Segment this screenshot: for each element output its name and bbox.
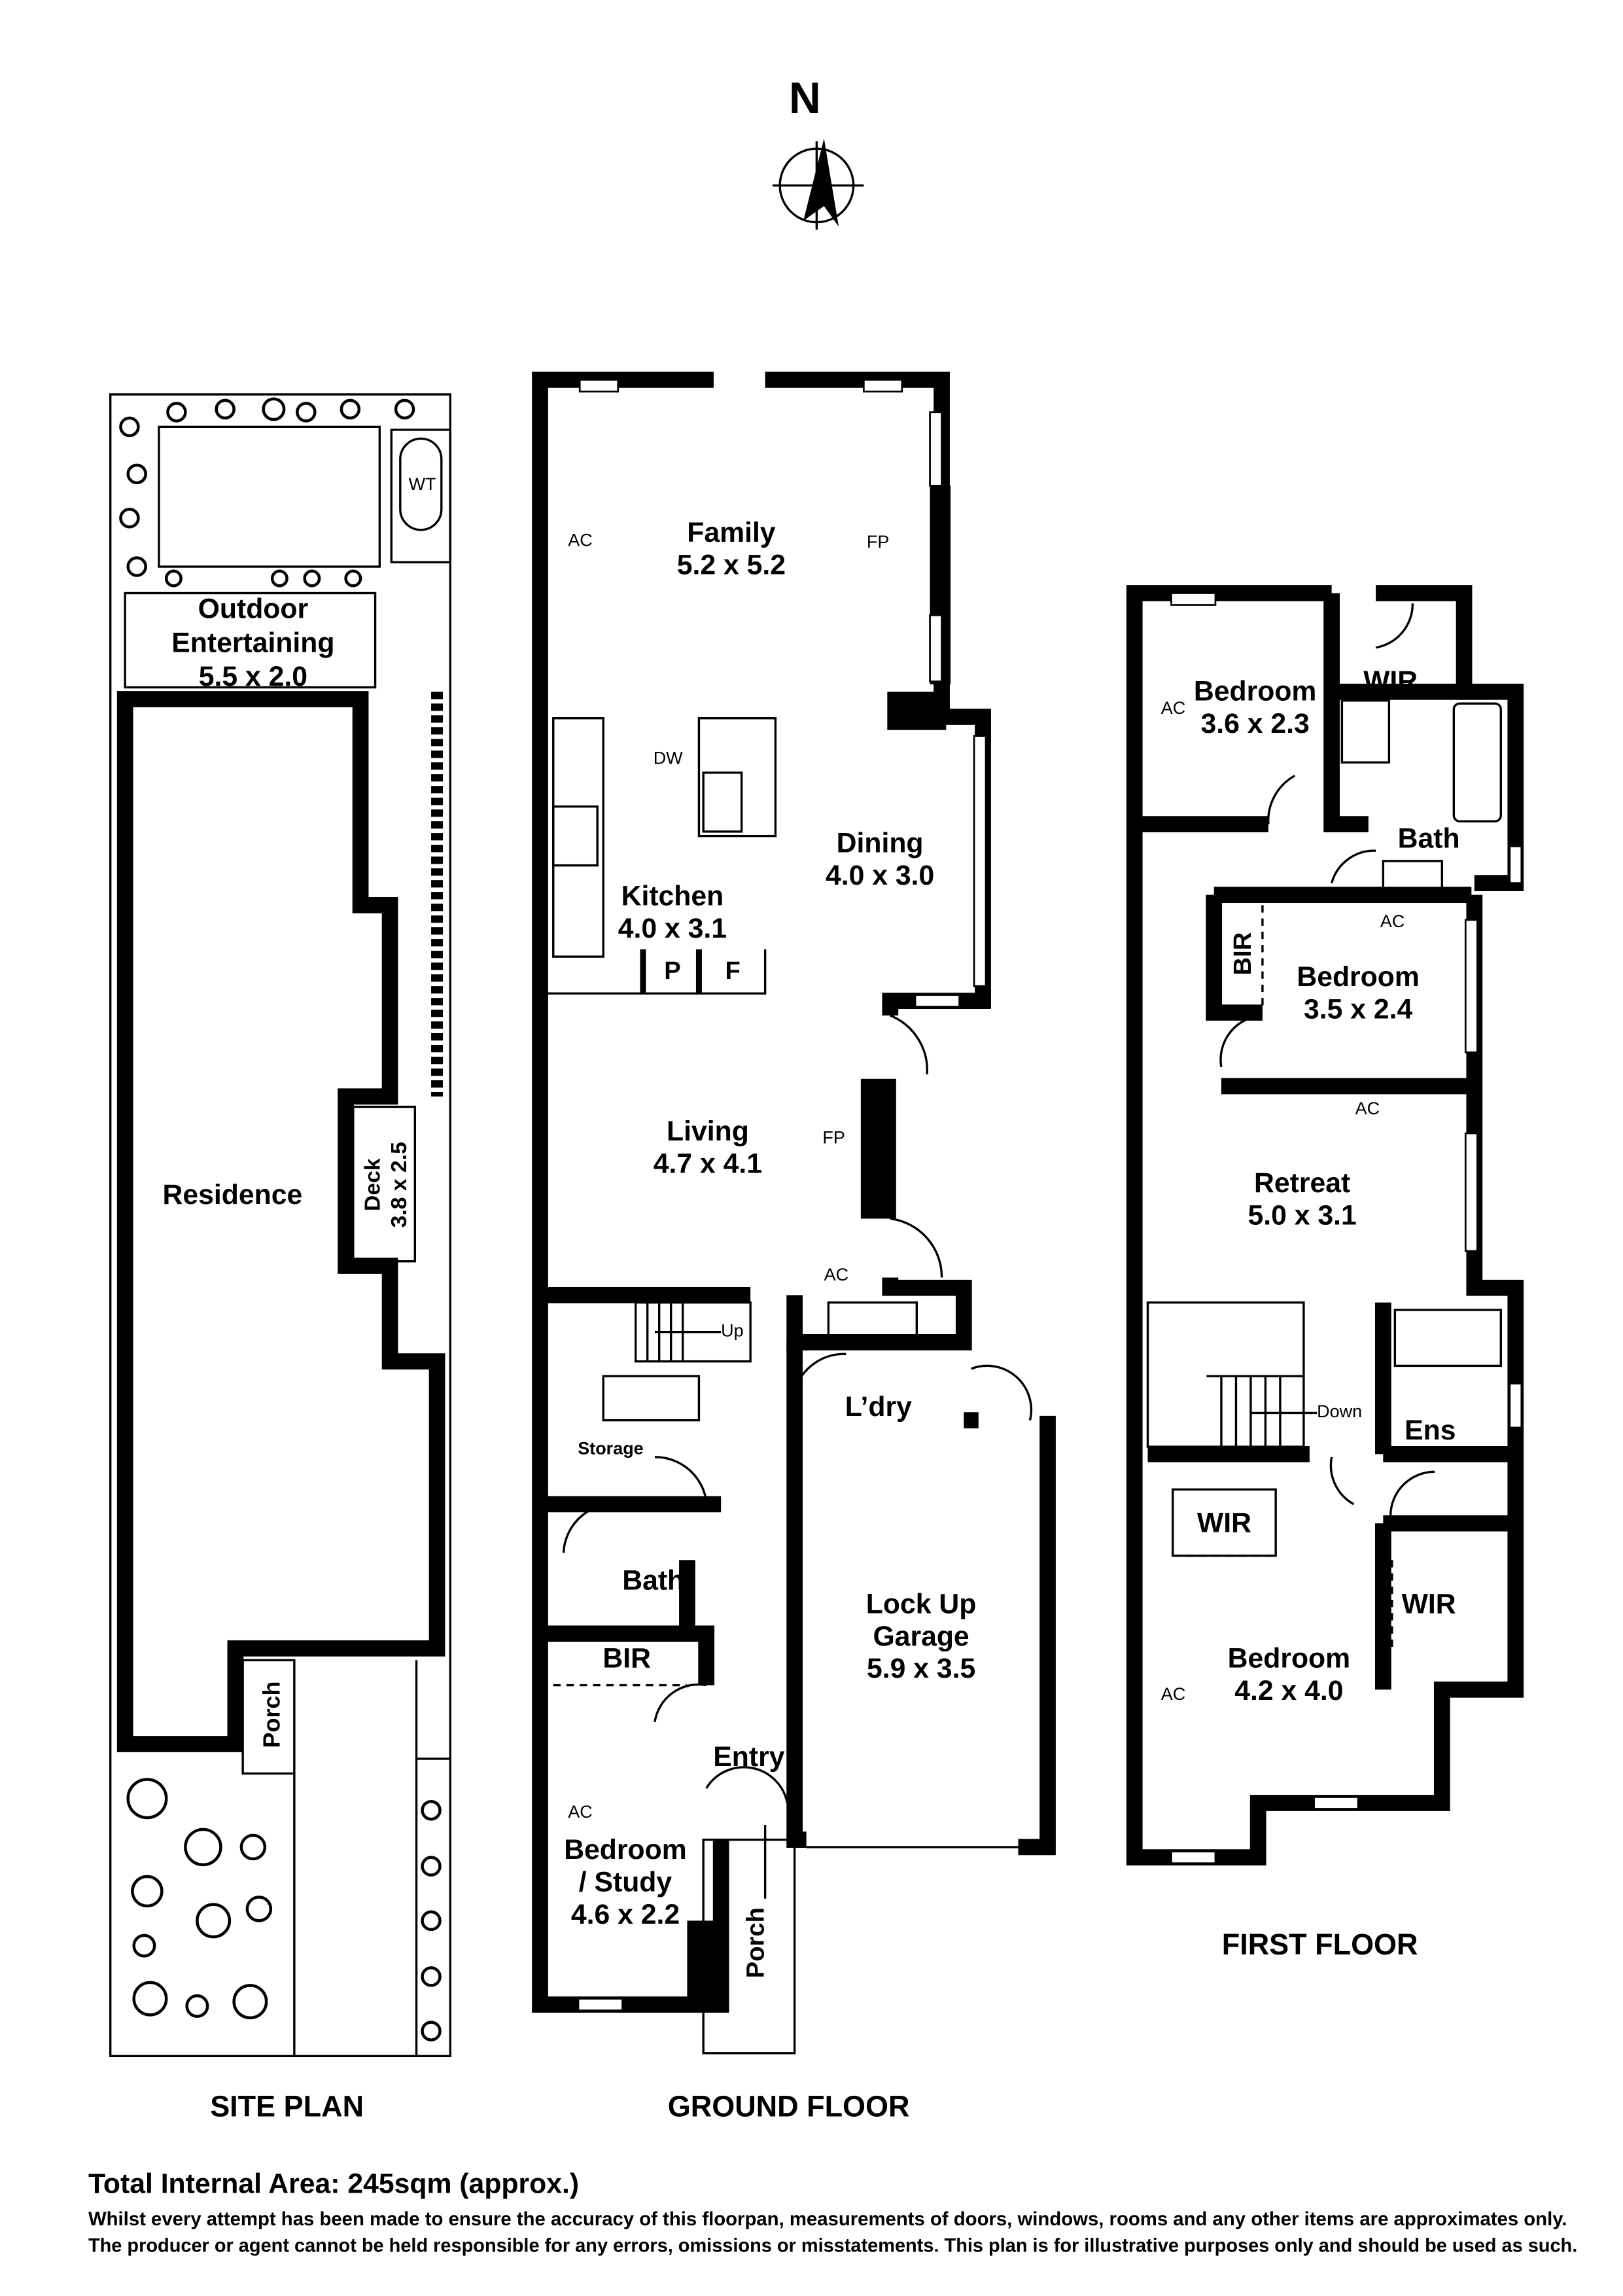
ac-label: AC [1161, 1684, 1186, 1704]
compass-label: N [789, 74, 821, 123]
room-bedroom-2-size: 3.5 x 2.4 [1304, 994, 1413, 1025]
outdoor-label: Entertaining [171, 627, 334, 658]
room-family: Family [687, 517, 776, 548]
room-bedroom-1-size: 3.6 x 2.3 [1201, 708, 1310, 739]
room-bath: Bath [622, 1564, 684, 1596]
room-garage: Garage [873, 1621, 969, 1652]
room-bedroom-1: Bedroom [1194, 676, 1317, 707]
fridge-label: F [725, 957, 740, 985]
room-bir-first: BIR [1229, 932, 1257, 976]
total-area: Total Internal Area: 245sqm (approx.) [88, 2168, 579, 2200]
ac-label: AC [1161, 698, 1186, 718]
garden-shrubs [119, 397, 442, 2041]
site-plan: WT Outdoor Entertaining 5.5 x 2.0 Reside… [109, 393, 451, 2123]
room-living: Living [667, 1116, 749, 1147]
room-wir-1: WIR [1363, 665, 1418, 697]
room-porch: Porch [741, 1907, 769, 1978]
dishwasher-label: DW [654, 748, 683, 768]
room-storage: Storage [578, 1438, 643, 1458]
footer: Total Internal Area: 245sqm (approx.) Wh… [88, 2168, 1577, 2257]
stairs-ground [635, 1301, 752, 1363]
compass: N [772, 74, 864, 230]
pantry-label: P [664, 957, 681, 985]
outdoor-label: Outdoor [198, 593, 308, 625]
room-bir: BIR [602, 1643, 651, 1674]
ac-label: AC [1380, 911, 1405, 931]
stairs-first [1146, 1301, 1318, 1448]
fireplace-label: FP [867, 532, 889, 552]
room-ensuite: Ens [1405, 1415, 1456, 1446]
ac-label: AC [1355, 1099, 1380, 1118]
room-wir-2: WIR [1197, 1508, 1251, 1539]
room-bath-first: Bath [1398, 823, 1460, 855]
ground-floor: Family 5.2 x 5.2 Kitchen 4.0 x 3.1 Dinin… [532, 371, 1056, 2123]
room-kitchen: Kitchen [621, 880, 724, 911]
room-dining-size: 4.0 x 3.0 [826, 860, 934, 891]
north-arrow-icon [803, 138, 839, 227]
room-kitchen-size: 4.0 x 3.1 [618, 913, 727, 944]
ac-label: AC [824, 1265, 848, 1284]
room-bedroom-3: Bedroom [1228, 1643, 1351, 1674]
ground-floor-title: GROUND FLOOR [668, 2090, 910, 2123]
room-living-size: 4.7 x 4.1 [654, 1148, 762, 1180]
ac-label: AC [568, 1802, 592, 1822]
deck-size: 3.8 x 2.5 [387, 1142, 411, 1227]
deck-label: Deck [360, 1158, 385, 1211]
room-garage-size: 5.9 x 3.5 [867, 1653, 975, 1684]
room-bedroom-2: Bedroom [1297, 961, 1420, 993]
site-porch-label: Porch [258, 1682, 285, 1748]
room-dining: Dining [837, 827, 924, 858]
room-retreat: Retreat [1254, 1167, 1350, 1199]
room-laundry: L’dry [845, 1391, 912, 1422]
first-floor-title: FIRST FLOOR [1222, 1928, 1418, 1961]
room-family-size: 5.2 x 5.2 [677, 549, 786, 580]
room-entry: Entry [713, 1741, 784, 1773]
room-bedroom-3-size: 4.2 x 4.0 [1234, 1675, 1343, 1706]
stairs-down-label: Down [1317, 1402, 1362, 1421]
outdoor-size: 5.5 x 2.0 [199, 661, 307, 692]
water-tank-label: WT [409, 474, 436, 494]
disclaimer-line-2: The producer or agent cannot be held res… [88, 2235, 1577, 2256]
room-wir-3: WIR [1402, 1588, 1456, 1619]
fireplace-label: FP [822, 1128, 845, 1148]
residence-label: Residence [163, 1179, 303, 1210]
site-plan-title: SITE PLAN [210, 2090, 364, 2123]
first-floor: Bedroom 3.6 x 2.3 WIR Bath Bedroom 3.5 x… [1126, 585, 1524, 1961]
stairs-up-label: Up [721, 1320, 744, 1340]
room-bedroom-study-size: 4.6 x 2.2 [571, 1899, 680, 1930]
ac-label: AC [568, 531, 592, 550]
room-bedroom-study: Bedroom [564, 1834, 687, 1865]
room-retreat-size: 5.0 x 3.1 [1248, 1199, 1357, 1231]
room-garage: Lock Up [866, 1588, 977, 1619]
disclaimer-line-1: Whilst every attempt has been made to en… [88, 2209, 1567, 2230]
room-bedroom-study: / Study [579, 1866, 672, 1898]
